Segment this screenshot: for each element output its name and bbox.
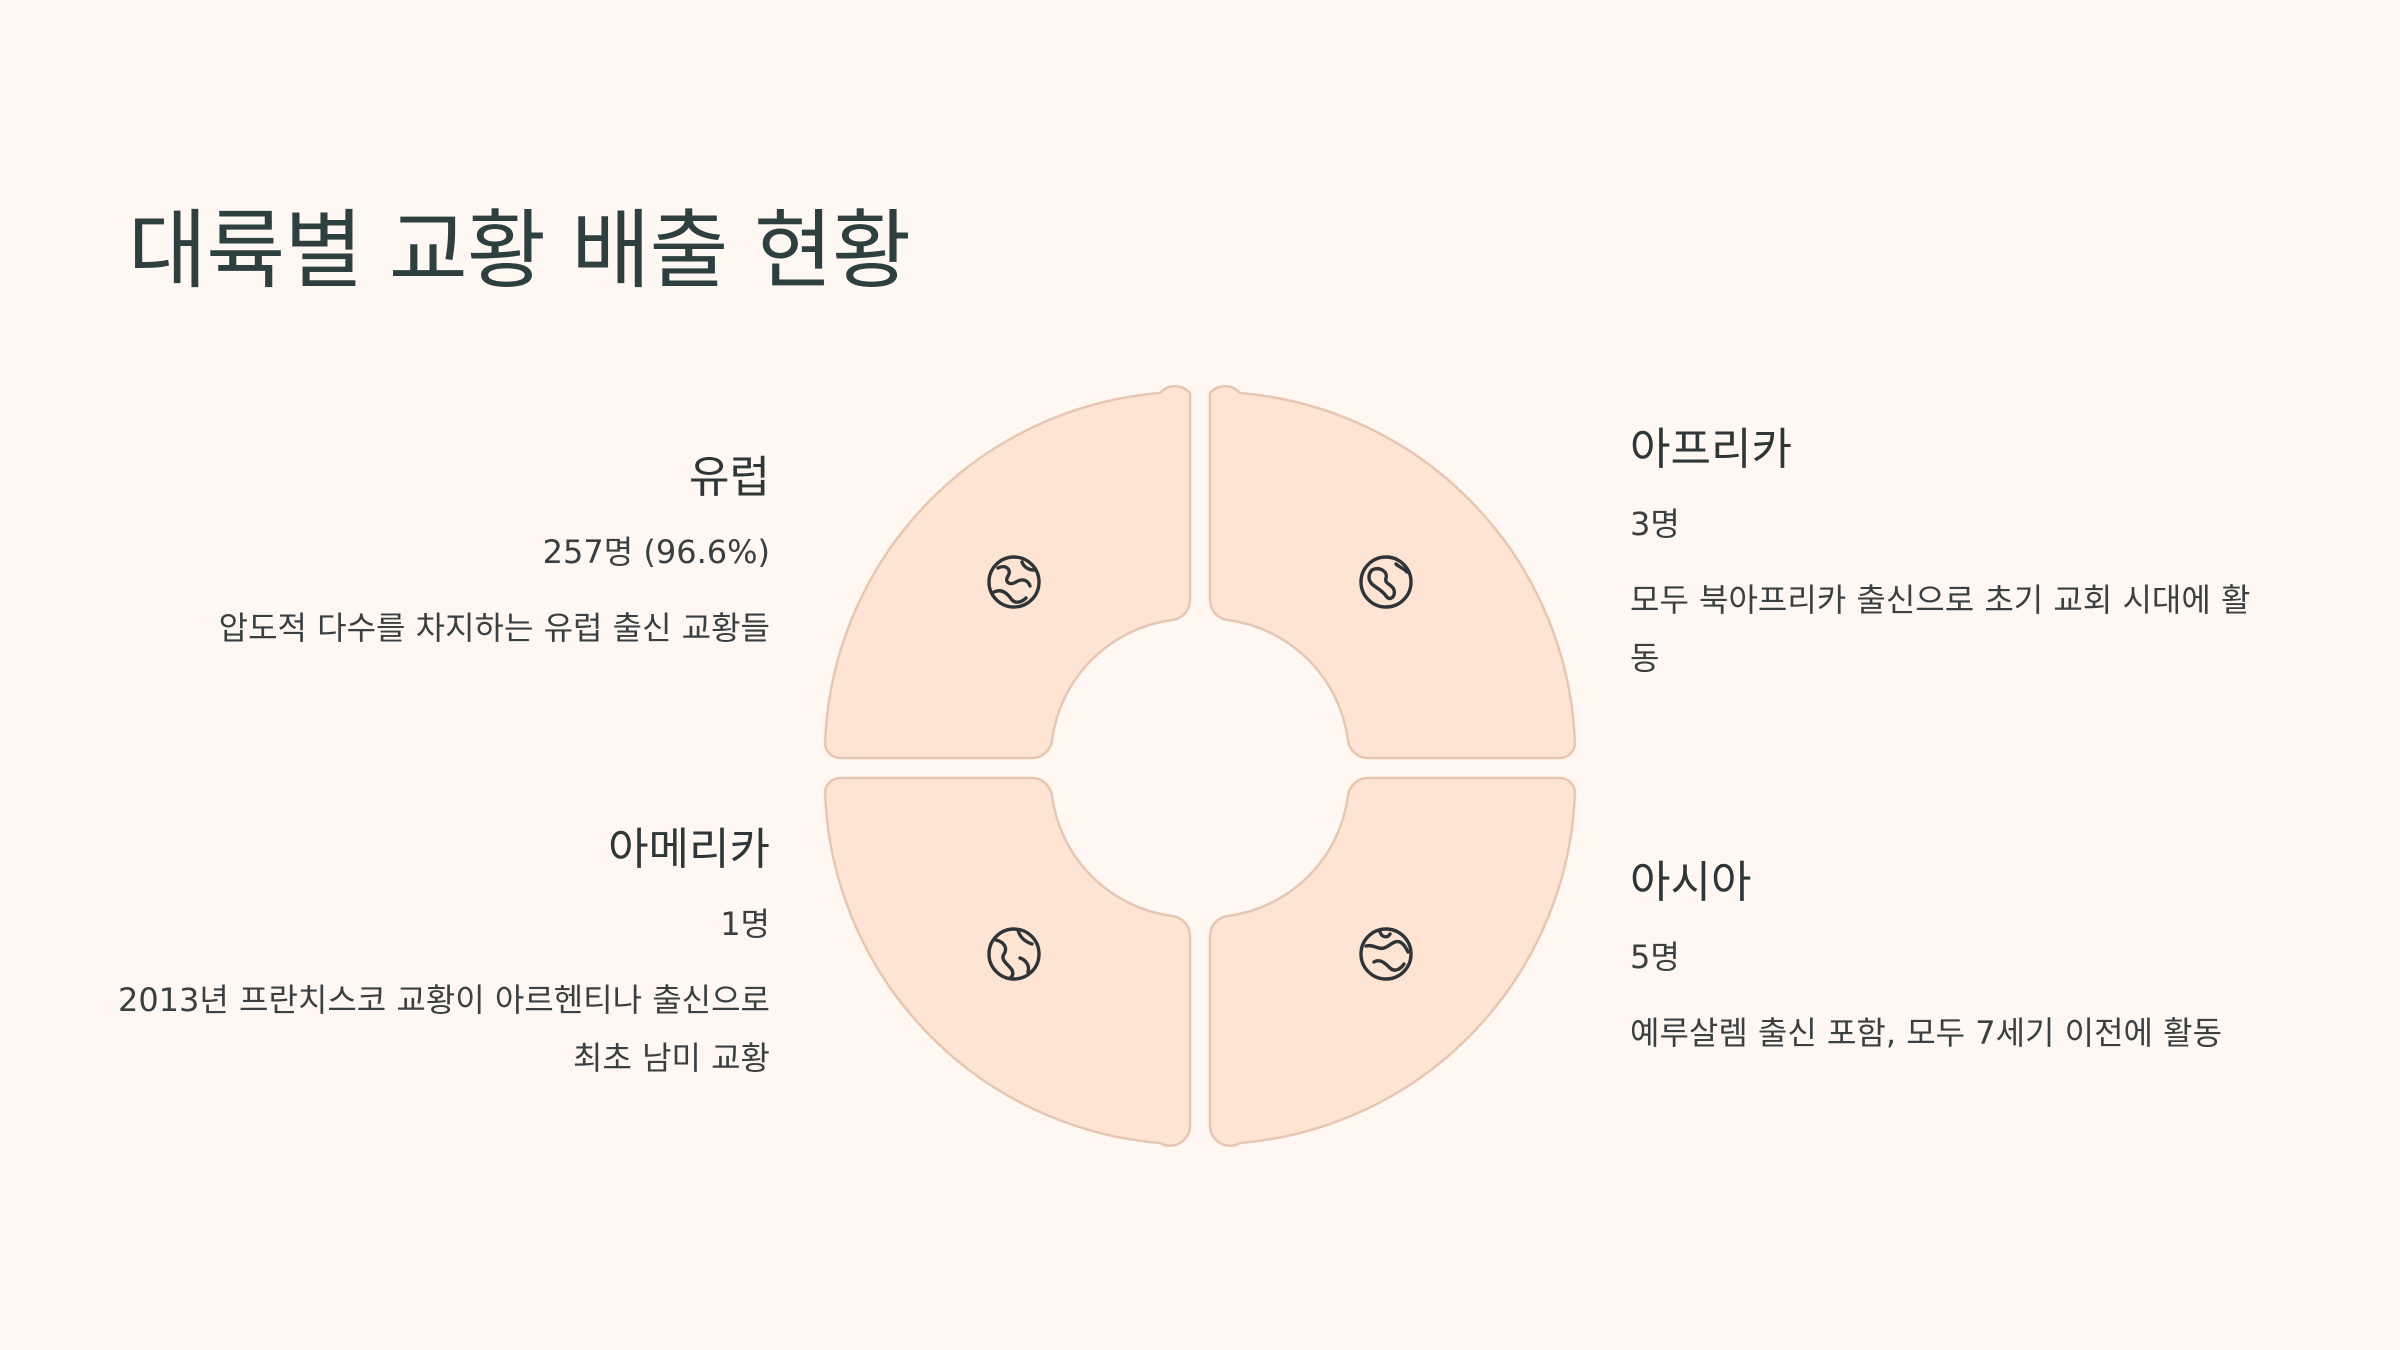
americas-count: 1명: [720, 905, 770, 943]
africa-heading: 아프리카: [1630, 424, 1792, 475]
globe-africa-icon: [1359, 555, 1413, 609]
globe-europe-icon: [987, 555, 1041, 609]
page-title: 대륙별 교황 배출 현황: [128, 201, 911, 301]
asia-count: 5명: [1630, 938, 1680, 976]
americas-info: 아메리카 1명 2013년 프란치스코 교황이 아르헨티나 출신으로 최초 남미…: [110, 822, 770, 1087]
americas-description: 2013년 프란치스코 교황이 아르헨티나 출신으로 최초 남미 교황: [117, 981, 770, 1077]
europe-heading: 유럽: [689, 452, 770, 503]
asia-heading: 아시아: [1630, 857, 1752, 908]
europe-count: 257명 (96.6%): [542, 533, 770, 571]
africa-count: 3명: [1630, 505, 1680, 543]
globe-americas-icon: [987, 927, 1041, 981]
europe-description: 압도적 다수를 차지하는 유럽 출신 교황들: [218, 609, 770, 648]
americas-heading: 아메리카: [608, 824, 770, 875]
asia-description: 예루살렘 출신 포함, 모두 7세기 이전에 활동: [1630, 1014, 2223, 1053]
africa-info: 아프리카 3명 모두 북아프리카 출신으로 초기 교회 시대에 활동: [1630, 422, 2270, 687]
asia-info: 아시아 5명 예루살렘 출신 포함, 모두 7세기 이전에 활동: [1630, 855, 2270, 1063]
globe-asia-icon: [1359, 927, 1413, 981]
africa-description: 모두 북아프리카 출신으로 초기 교회 시대에 활동: [1630, 581, 2251, 677]
segment-africa: [1208, 384, 1577, 760]
segment-asia: [1208, 776, 1577, 1147]
segment-americas: [823, 776, 1192, 1147]
segment-europe: [823, 384, 1192, 760]
europe-info: 유럽 257명 (96.6%) 압도적 다수를 차지하는 유럽 출신 교황들: [130, 450, 770, 658]
